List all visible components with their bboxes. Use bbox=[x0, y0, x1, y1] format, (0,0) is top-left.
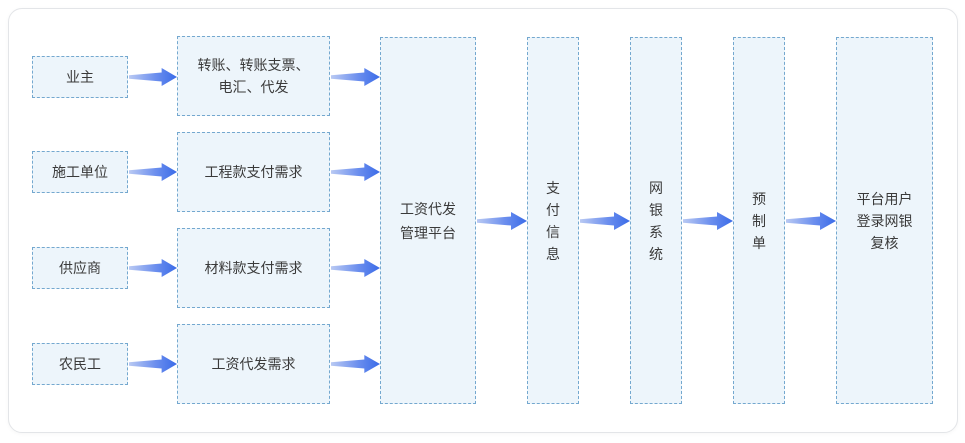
flow-arrow bbox=[129, 163, 177, 181]
label-line: 付 bbox=[546, 201, 560, 218]
node-owner: 业主 bbox=[32, 56, 128, 98]
flow-arrow bbox=[683, 212, 733, 230]
node-preorder: 预制单 bbox=[733, 37, 785, 404]
label-line: 信 bbox=[546, 223, 560, 240]
label-line: 系 bbox=[649, 223, 663, 240]
label-line: 统 bbox=[649, 245, 663, 262]
label-line: 转账、转账支票、 bbox=[197, 57, 310, 73]
label-line: 银 bbox=[649, 201, 663, 218]
flow-arrow bbox=[129, 355, 177, 373]
label-line: 管理平台 bbox=[400, 224, 456, 241]
flow-arrow bbox=[580, 212, 630, 230]
flow-arrow bbox=[129, 259, 177, 277]
label-line: 登录网银 bbox=[856, 212, 913, 229]
label-line: 网 bbox=[649, 179, 663, 196]
label-line: 平台用户 bbox=[856, 190, 913, 207]
flow-arrow bbox=[331, 68, 380, 86]
node-ebank-system: 网银系统 bbox=[630, 37, 682, 404]
label-line: 预 bbox=[752, 190, 766, 207]
node-transfer-methods: 转账、转账支票、电汇、代发 bbox=[177, 36, 330, 116]
node-salary-platform: 工资代发管理平台 bbox=[380, 37, 476, 404]
label-line: 制 bbox=[752, 212, 766, 229]
node-project-payment-demand: 工程款支付需求 bbox=[177, 132, 330, 212]
node-platform-user-review: 平台用户登录网银复核 bbox=[836, 37, 933, 404]
label-line: 息 bbox=[546, 245, 560, 262]
label-line: 复核 bbox=[870, 234, 899, 251]
node-material-payment-demand: 材料款支付需求 bbox=[177, 228, 330, 308]
node-worker: 农民工 bbox=[32, 343, 128, 385]
flow-arrow bbox=[331, 163, 380, 181]
flow-arrow bbox=[477, 212, 527, 230]
node-payment-info: 支付信息 bbox=[527, 37, 579, 404]
node-salary-payment-demand: 工资代发需求 bbox=[177, 324, 330, 404]
node-constructor: 施工单位 bbox=[32, 151, 128, 193]
label-line: 支 bbox=[546, 179, 560, 196]
label-line: 单 bbox=[752, 234, 766, 251]
flow-arrow bbox=[786, 212, 836, 230]
label-line: 工资代发 bbox=[400, 200, 456, 217]
node-supplier: 供应商 bbox=[32, 247, 128, 289]
flow-arrow bbox=[331, 259, 380, 277]
flow-arrow bbox=[129, 68, 177, 86]
label-line: 电汇、代发 bbox=[218, 79, 289, 95]
flow-arrow bbox=[331, 355, 380, 373]
